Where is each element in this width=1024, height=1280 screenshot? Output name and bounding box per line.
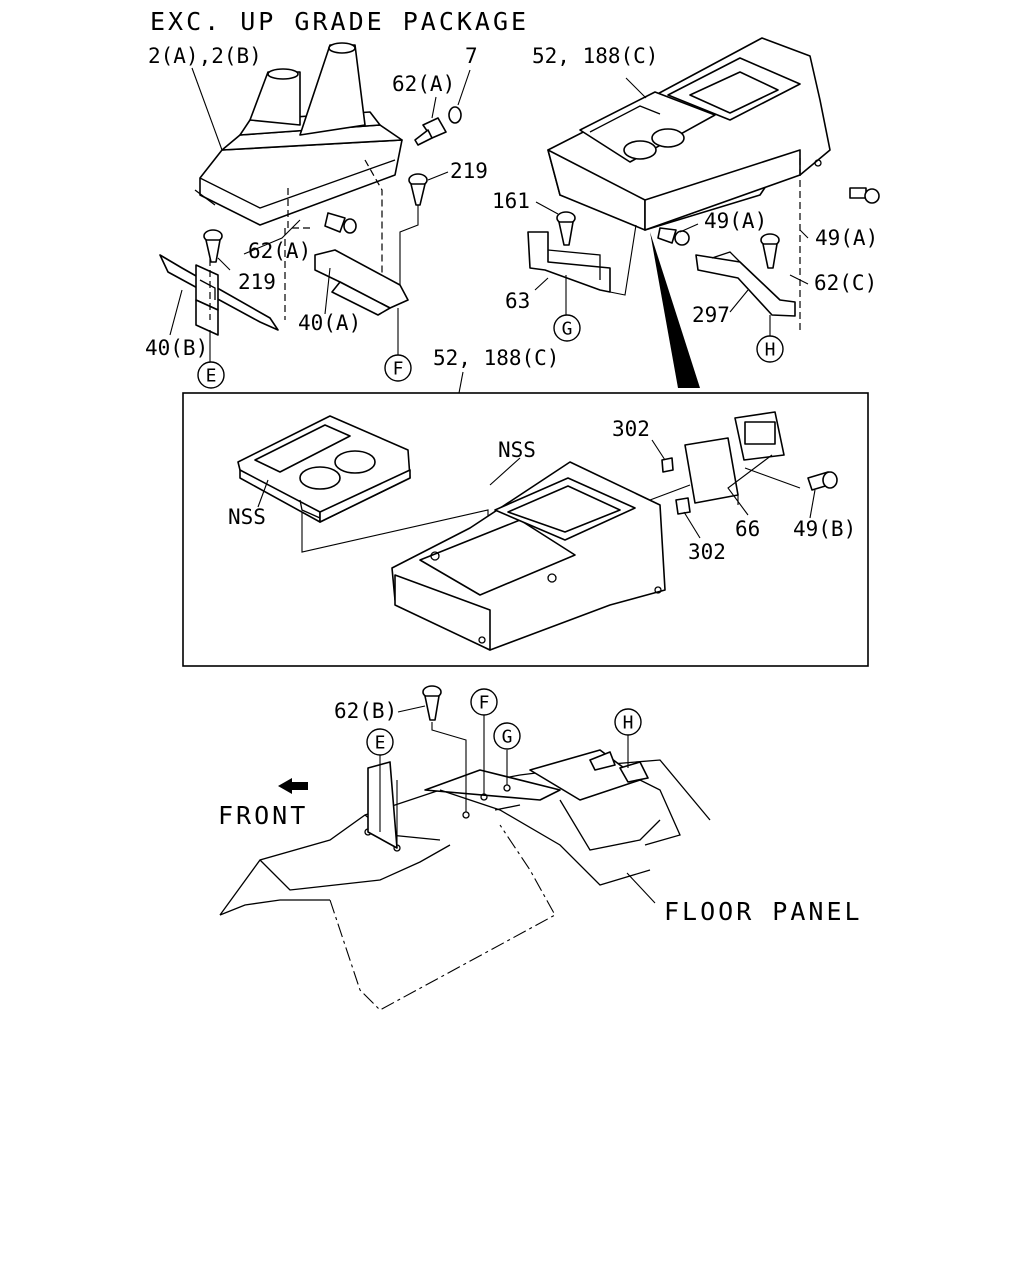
- ref-f-floor: F: [470, 688, 498, 716]
- bracket-297-drawing: [695, 251, 796, 317]
- label-219-mid: 219: [238, 270, 276, 294]
- label-49b: 49(B): [793, 517, 856, 541]
- svg-text:E: E: [206, 366, 217, 387]
- svg-text:F: F: [479, 693, 490, 714]
- ref-g-top: G: [553, 314, 581, 342]
- ref-h-floor: H: [614, 708, 642, 736]
- label-66: 66: [735, 517, 760, 541]
- nut-302-upper: [661, 457, 674, 473]
- label-7: 7: [465, 44, 478, 68]
- ref-e-floor: E: [366, 728, 394, 756]
- label-62b: 62(B): [334, 699, 397, 723]
- outlet-66-drawing: [684, 411, 785, 505]
- svg-text:G: G: [502, 727, 513, 748]
- label-front: FRONT: [218, 801, 308, 830]
- ref-f-top: F: [384, 354, 412, 382]
- label-2a-2b: 2(A),2(B): [148, 44, 262, 68]
- diagram-title: EXC. UP GRADE PACKAGE: [150, 7, 529, 36]
- screw-219-top: [408, 173, 428, 206]
- floor-bracket-e: [367, 761, 398, 849]
- screw-62a-mid: [324, 212, 357, 234]
- nut-302-lower: [675, 497, 691, 515]
- screw-49a-2: [849, 187, 880, 204]
- label-161: 161: [492, 189, 530, 213]
- label-40b: 40(B): [145, 336, 208, 360]
- ref-g-floor: G: [493, 722, 521, 750]
- ref-e-top: E: [197, 361, 225, 389]
- label-62a-top: 62(A): [392, 72, 455, 96]
- screw-219-mid: [203, 229, 223, 263]
- cupholder-lid-drawing: [237, 415, 411, 523]
- svg-text:H: H: [765, 340, 776, 361]
- label-49a-2: 49(A): [815, 226, 878, 250]
- console-body-drawing: [391, 461, 666, 651]
- shift-console-drawing: [194, 42, 403, 280]
- bracket-40b-drawing: [159, 228, 286, 336]
- label-302-lower: 302: [688, 540, 726, 564]
- label-nss-lid: NSS: [228, 505, 266, 529]
- label-nss-console: NSS: [498, 438, 536, 462]
- ref-h-top: H: [756, 335, 784, 363]
- label-63: 63: [505, 289, 530, 313]
- screw-49a-1: [657, 227, 690, 246]
- bracket-40a-drawing: [314, 249, 409, 316]
- callout-pointer: [650, 232, 700, 388]
- svg-text:E: E: [375, 733, 386, 754]
- screw-62a-top: [414, 117, 447, 146]
- label-52-188c-mid: 52, 188(C): [433, 346, 559, 370]
- svg-text:F: F: [393, 359, 404, 380]
- detail-frame: [182, 392, 869, 667]
- front-arrow-icon: [278, 778, 308, 794]
- screw-161: [556, 211, 576, 246]
- label-49a-1: 49(A): [704, 209, 767, 233]
- label-floor-panel: FLOOR PANEL: [664, 897, 863, 926]
- label-219-top: 219: [450, 159, 488, 183]
- screw-62c: [760, 233, 780, 269]
- fastener-7: [448, 106, 462, 124]
- label-62c: 62(C): [814, 271, 877, 295]
- screw-49b: [807, 471, 838, 491]
- svg-text:G: G: [562, 319, 573, 340]
- floor-panel-drawing: [219, 749, 711, 1011]
- label-62a-mid: 62(A): [248, 239, 311, 263]
- svg-text:H: H: [623, 713, 634, 734]
- label-40a: 40(A): [298, 311, 361, 335]
- label-52-188c-top: 52, 188(C): [532, 44, 658, 68]
- center-console-top-drawing: [547, 37, 831, 330]
- label-302-upper: 302: [612, 417, 650, 441]
- label-297: 297: [692, 303, 730, 327]
- screw-62b: [422, 685, 442, 721]
